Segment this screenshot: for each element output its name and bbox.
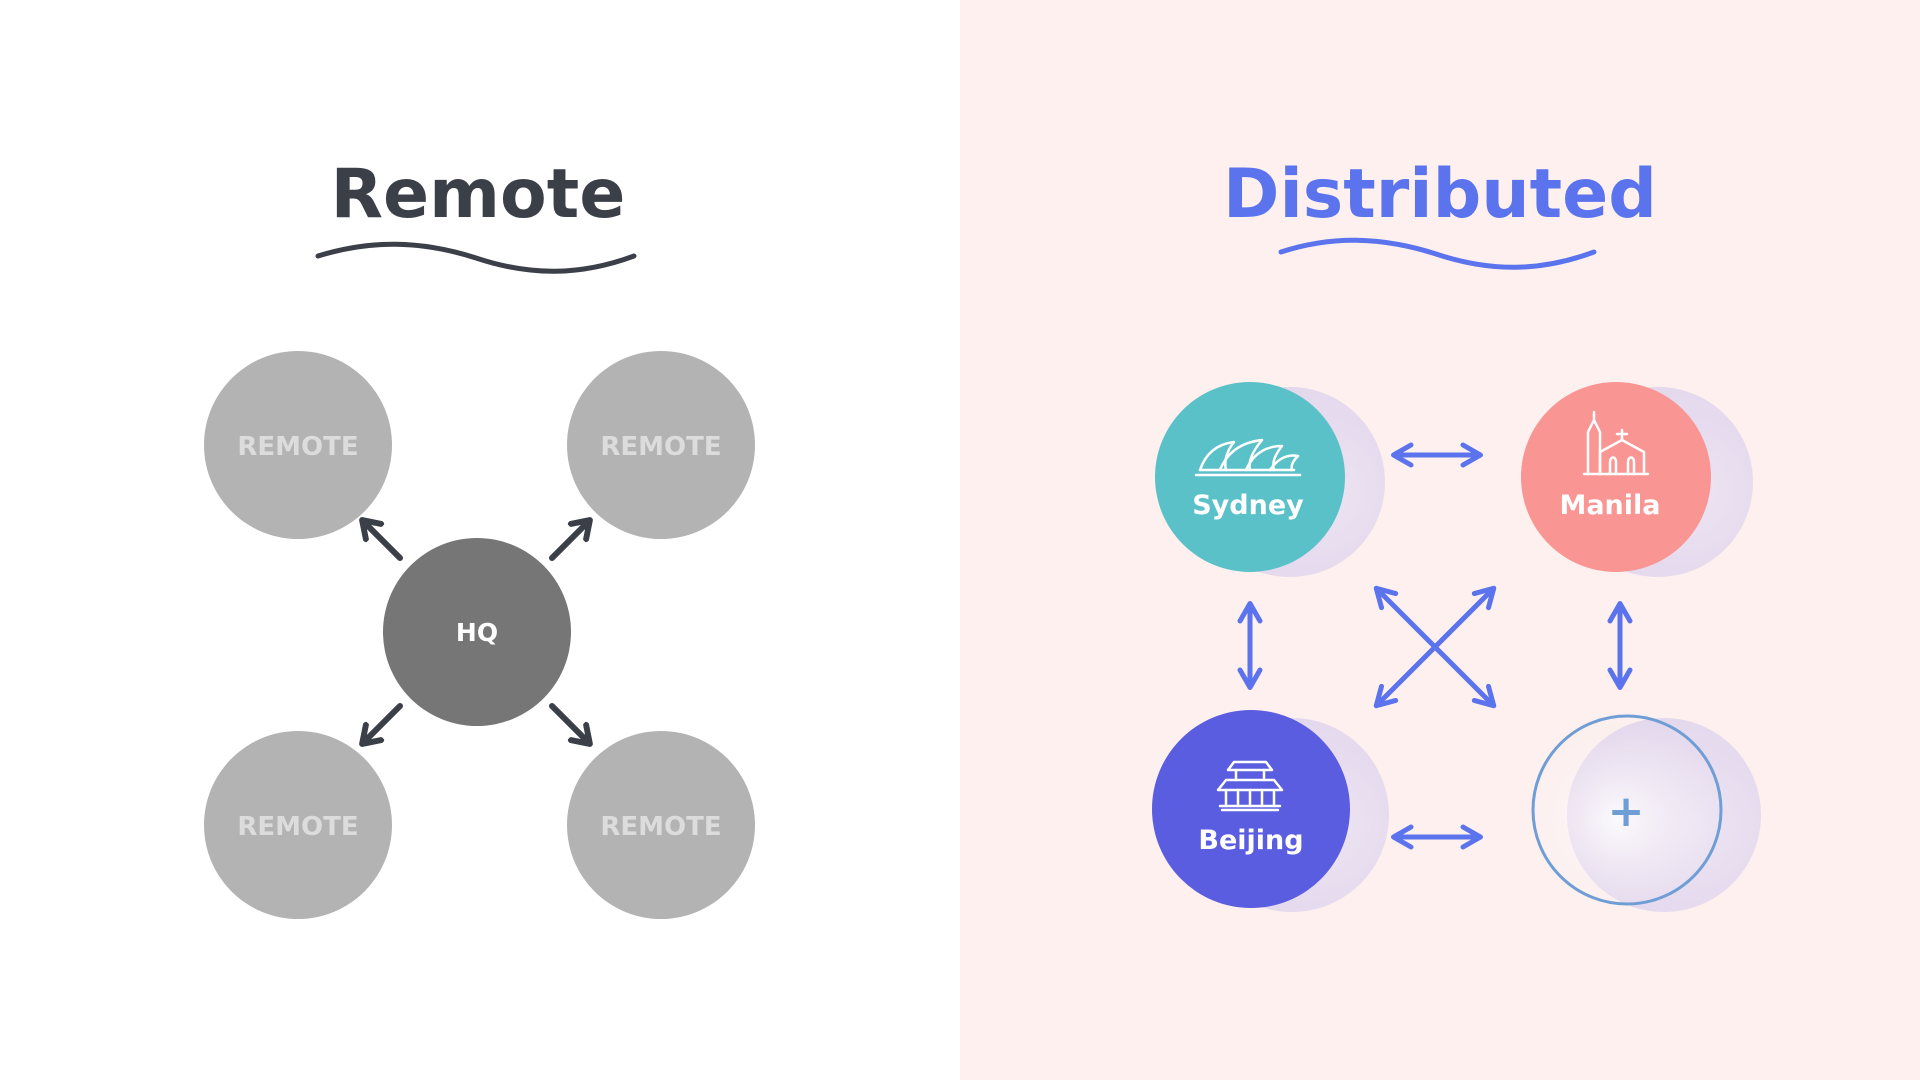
node-manila: Manila: [1521, 382, 1711, 572]
node-label: Beijing: [1198, 825, 1303, 856]
arrow-hq-to-bottom-right: [549, 703, 588, 742]
remote-title: Remote: [330, 155, 626, 234]
remote-satellite-label: REMOTE: [600, 432, 721, 462]
remote-satellite-bottom-right: REMOTE: [567, 731, 755, 919]
distributed-title: Distributed: [1223, 155, 1657, 234]
arrow-hq-to-top-right: [549, 522, 588, 561]
remote-hub-hq: HQ: [383, 538, 571, 726]
remote-satellite-bottom-left: REMOTE: [204, 731, 392, 919]
distributed-panel: Distributed: [960, 0, 1920, 1080]
remote-satellite-label: REMOTE: [237, 812, 358, 842]
remote-satellite-top-left: REMOTE: [204, 351, 392, 539]
temple-icon: [1216, 760, 1284, 812]
node-add-location: +: [1531, 714, 1723, 906]
node-beijing: Beijing: [1152, 710, 1350, 908]
node-label: Sydney: [1192, 490, 1304, 521]
node-label: Manila: [1559, 490, 1660, 521]
arrow-hq-to-top-left: [364, 522, 403, 561]
plus-icon: +: [1608, 786, 1645, 837]
remote-satellite-label: REMOTE: [237, 432, 358, 462]
node-sydney: Sydney: [1155, 382, 1345, 572]
hub-label: HQ: [456, 618, 498, 647]
distributed-wave-underline: [1278, 237, 1597, 270]
remote-satellite-label: REMOTE: [600, 812, 721, 842]
remote-satellite-top-right: REMOTE: [567, 351, 755, 539]
link-manila-beijing: [1373, 585, 1497, 709]
remote-wave-underline: [315, 241, 637, 274]
arrow-hq-to-bottom-left: [364, 703, 403, 742]
opera-house-icon: [1194, 438, 1302, 477]
cathedral-icon: [1582, 410, 1650, 476]
